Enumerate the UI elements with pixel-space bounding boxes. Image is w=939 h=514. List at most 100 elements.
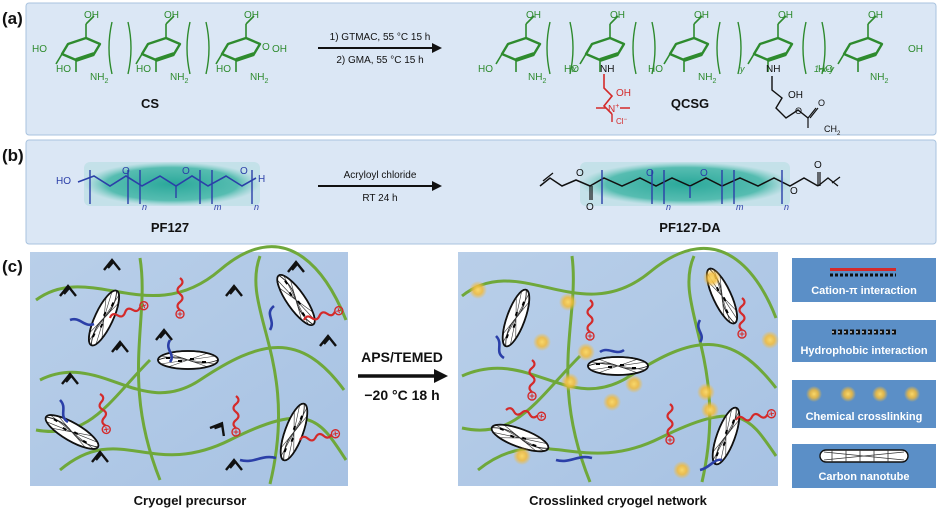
atom-cl: Cl− [616, 117, 628, 126]
crosslink-glow-icon [533, 333, 551, 351]
qcsg-label: QCSG [671, 96, 709, 111]
atom-ho: HO [56, 176, 71, 187]
atom-o: O [182, 166, 190, 177]
arrowhead-icon [432, 181, 442, 191]
legend-label: Chemical crosslinking [806, 411, 923, 423]
atom-oh: OH [164, 10, 179, 21]
atom-o: O [818, 98, 825, 108]
condition-label: RT 24 h [362, 193, 397, 204]
pf127-label: PF127 [151, 220, 189, 235]
atom-o: O [700, 168, 708, 179]
pf127-da-label: PF127-DA [659, 220, 721, 235]
atom-nh2: NH2 [870, 72, 888, 85]
nanotube-icon [819, 449, 909, 463]
atom-o: O [586, 202, 594, 213]
legend-label: Hydrophobic interaction [800, 345, 927, 357]
qcsg-structure: x y 1-x-y HO HO HO HO OH OH OH OH OH OH … [478, 10, 923, 137]
subscript-n: n [666, 202, 671, 212]
panel-c-label: (c) [2, 257, 23, 276]
atom-oh: OH [778, 10, 793, 21]
atom-oh: OH [908, 44, 923, 55]
atom-oh-red: OH [616, 88, 631, 99]
cs-structure: OH OH OH HO HO HO HO NH2 NH2 NH2 O OH [32, 10, 287, 85]
crosslink-points [469, 269, 779, 479]
arrowhead-icon [432, 43, 442, 53]
crosslink-glow-icon [703, 269, 721, 287]
crosslink-glow-icon [577, 343, 595, 361]
atom-oh: OH [694, 10, 709, 21]
crosslink-glow-icon [625, 375, 643, 393]
reaction-step-2: 2) GMA, 55 °C 15 h [336, 55, 423, 66]
atom-oh: OH [84, 10, 99, 21]
atom-ho: HO [818, 64, 833, 75]
panel-a-label: (a) [2, 9, 23, 28]
atom-oh: OH [610, 10, 625, 21]
atom-o: O [240, 166, 248, 177]
legend-item-nanotube: Carbon nanotube [792, 444, 936, 488]
atom-nh2: NH2 [250, 72, 268, 85]
atom-nh2: NH2 [698, 72, 716, 85]
atom-ho: HO [648, 64, 663, 75]
atom-nh2: NH2 [170, 72, 188, 85]
atom-ho: HO [56, 64, 71, 75]
legend-label: Carbon nanotube [818, 471, 909, 483]
subscript-rest: 1-x-y [814, 64, 834, 74]
atom-nh2: NH2 [528, 72, 546, 85]
quaternary-chain [602, 74, 614, 115]
atom-o: O [646, 168, 654, 179]
panel-a-background [25, 2, 937, 136]
crosslink-glow-icon [469, 281, 487, 299]
subscript-m: m [736, 202, 744, 212]
atom-ho: HO [32, 44, 47, 55]
legend-item-crosslinking: Chemical crosslinking [792, 380, 936, 428]
pf127-structure: HO H O O O n m n [56, 166, 265, 212]
precursor-network [35, 245, 348, 485]
crosslink-glow-icon [603, 393, 621, 411]
crosslink-glow-icon [697, 383, 715, 401]
subscript-n: n [142, 202, 147, 212]
legend: Cation-π interaction Hydrophobic interac… [792, 258, 936, 488]
atom-oh-black: OH [788, 90, 803, 101]
atom-ho: HO [136, 64, 151, 75]
atom-oh: OH [526, 10, 541, 21]
gma-chain [771, 76, 809, 119]
panel-b: (b) HO H O O O n m n PF127 Acryloyl chlo… [2, 139, 937, 245]
atom-o: O [814, 160, 822, 171]
atom-nh2: NH2 [90, 72, 108, 85]
red-black-dash-icon [830, 268, 896, 277]
crosslink-glow-icon [559, 293, 577, 311]
subscript-m: m [214, 202, 222, 212]
arrow-bottom-label: −20 °C 18 h [364, 387, 439, 403]
subscript-y: y [739, 64, 745, 74]
arrowhead-icon [434, 369, 448, 383]
atom-o: O [122, 166, 130, 177]
crosslink-glow-icon [701, 401, 719, 419]
crosslink-glow-icon [673, 461, 691, 479]
atom-o: O [790, 186, 798, 197]
atom-ho: HO [564, 64, 579, 75]
atom-ch2: CH2 [824, 124, 841, 137]
panel-b-label: (b) [2, 146, 24, 165]
subscript-x: x [571, 64, 577, 74]
subscript-n: n [254, 202, 259, 212]
network-caption: Crosslinked cryogel network [529, 493, 707, 508]
atom-nh: NH [766, 64, 780, 75]
atom-oh: OH [272, 44, 287, 55]
arrow-top-label: APS/TEMED [361, 349, 443, 365]
yellow-glow-dot-icon [806, 386, 920, 402]
panel-c: (c) [2, 245, 936, 508]
atom-o: O [262, 42, 270, 53]
legend-item-hydrophobic: Hydrophobic interaction [792, 320, 936, 362]
legend-label: Cation-π interaction [811, 285, 917, 297]
atom-o: O [576, 168, 584, 179]
subscript-n: n [784, 202, 789, 212]
atom-nh: NH [600, 64, 614, 75]
cs-label: CS [141, 96, 159, 111]
atom-oh: OH [244, 10, 259, 21]
crosslink-glow-icon [561, 373, 579, 391]
crosslink-glow-icon [761, 331, 779, 349]
panel-a: (a) OH OH OH HO HO HO HO NH2 NH2 NH2 O O… [2, 2, 937, 137]
atom-ho: HO [216, 64, 231, 75]
crosslink-glow-icon [513, 447, 531, 465]
